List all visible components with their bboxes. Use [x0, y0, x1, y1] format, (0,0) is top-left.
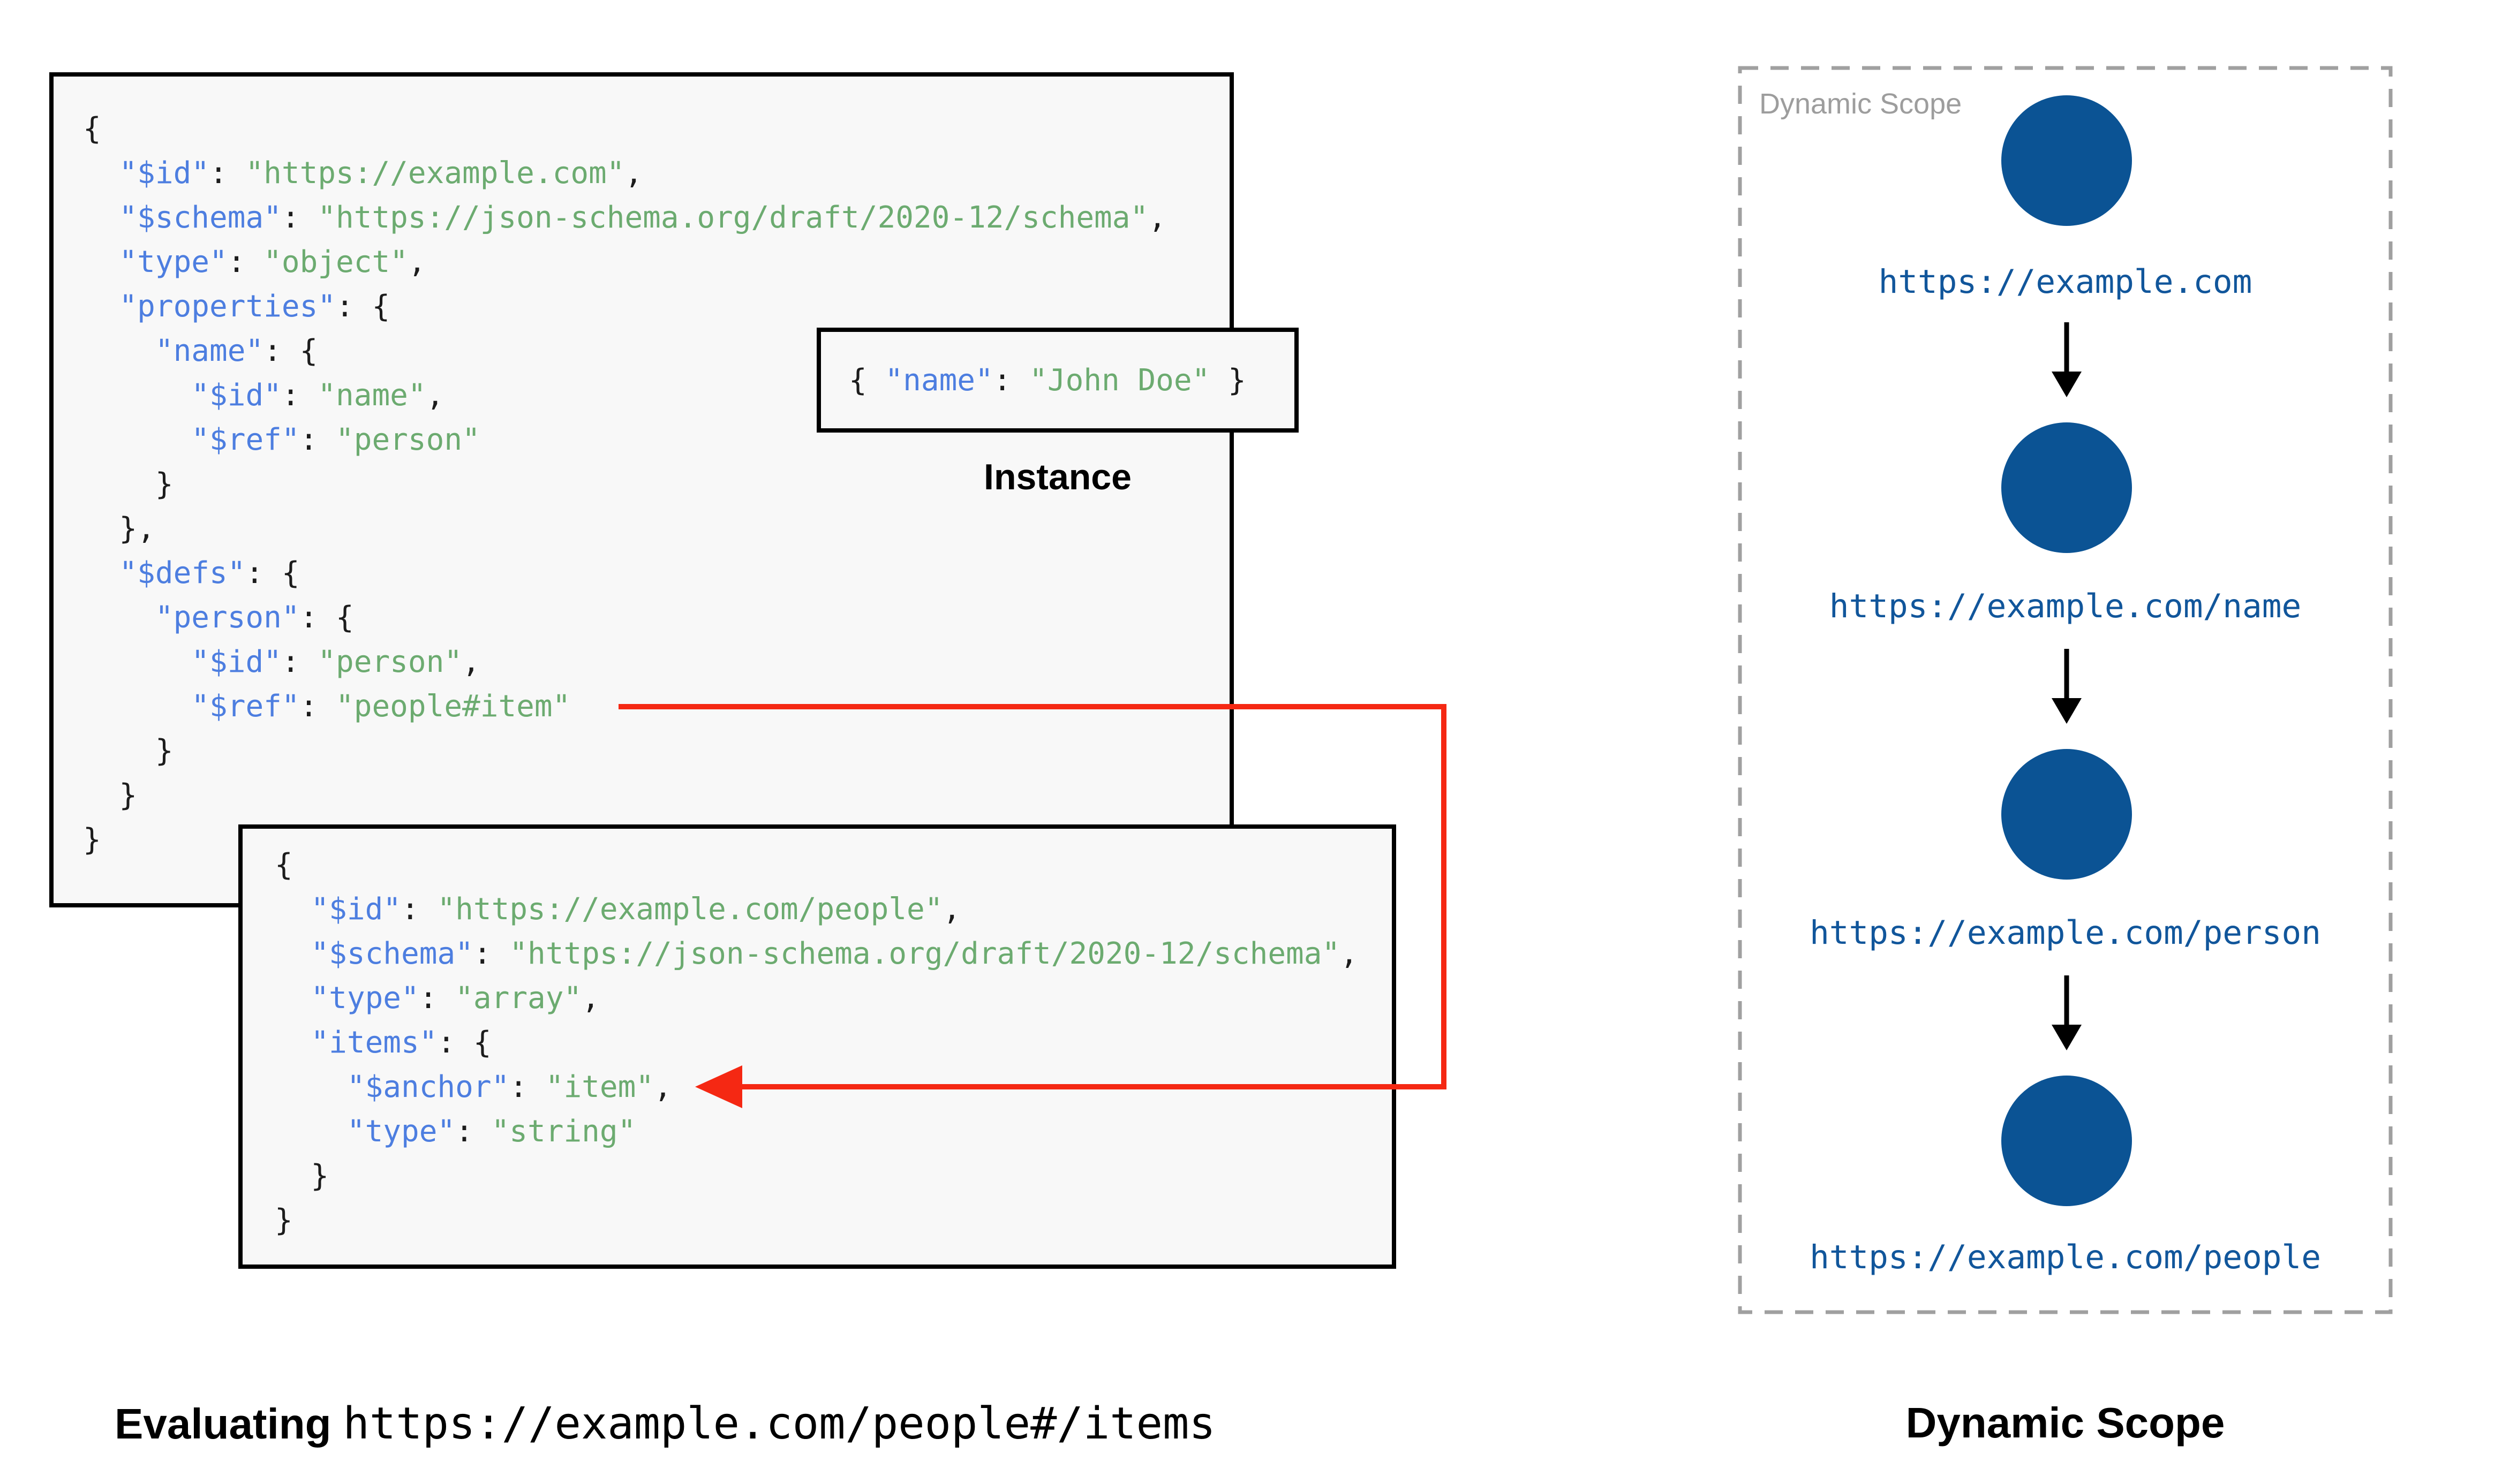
instance-code: { "name": "John Doe" }: [849, 362, 1246, 398]
dynamic-scope-panel-label: Dynamic Scope: [1759, 88, 1962, 120]
instance-label: Instance: [984, 457, 1132, 497]
scope-node-uri: https://example.com/people: [1810, 1238, 2321, 1276]
down-arrow-icon: [2052, 975, 2082, 1050]
schema-box-people: { "$id": "https://example.com/people", "…: [238, 824, 1396, 1269]
scope-node-circle: [2001, 95, 2132, 226]
instance-box: { "name": "John Doe" }: [817, 328, 1299, 433]
scope-node-uri: https://example.com: [1878, 263, 2252, 301]
evaluating-caption: Evaluating https://example.com/people#/i…: [115, 1398, 1216, 1449]
dynamic-scope-panel: Dynamic Scope https://example.com https:…: [1738, 66, 2393, 1314]
scope-node-uri: https://example.com/name: [1829, 587, 2302, 625]
people-schema-code: { "$id": "https://example.com/people", "…: [275, 847, 1358, 1238]
dynamic-scope-caption: Dynamic Scope: [1905, 1399, 2225, 1447]
down-arrow-icon: [2052, 649, 2082, 724]
evaluating-uri: https://example.com/people#/items: [343, 1398, 1216, 1449]
down-arrow-icon: [2052, 322, 2082, 397]
main-schema-code: { "$id": "https://example.com", "$schema…: [83, 111, 1166, 857]
scope-node-circle: [2001, 422, 2132, 553]
scope-node-uri: https://example.com/person: [1810, 914, 2321, 952]
evaluating-label: Evaluating: [115, 1400, 331, 1448]
scope-node-circle: [2001, 749, 2132, 880]
scope-node-circle: [2001, 1076, 2132, 1206]
